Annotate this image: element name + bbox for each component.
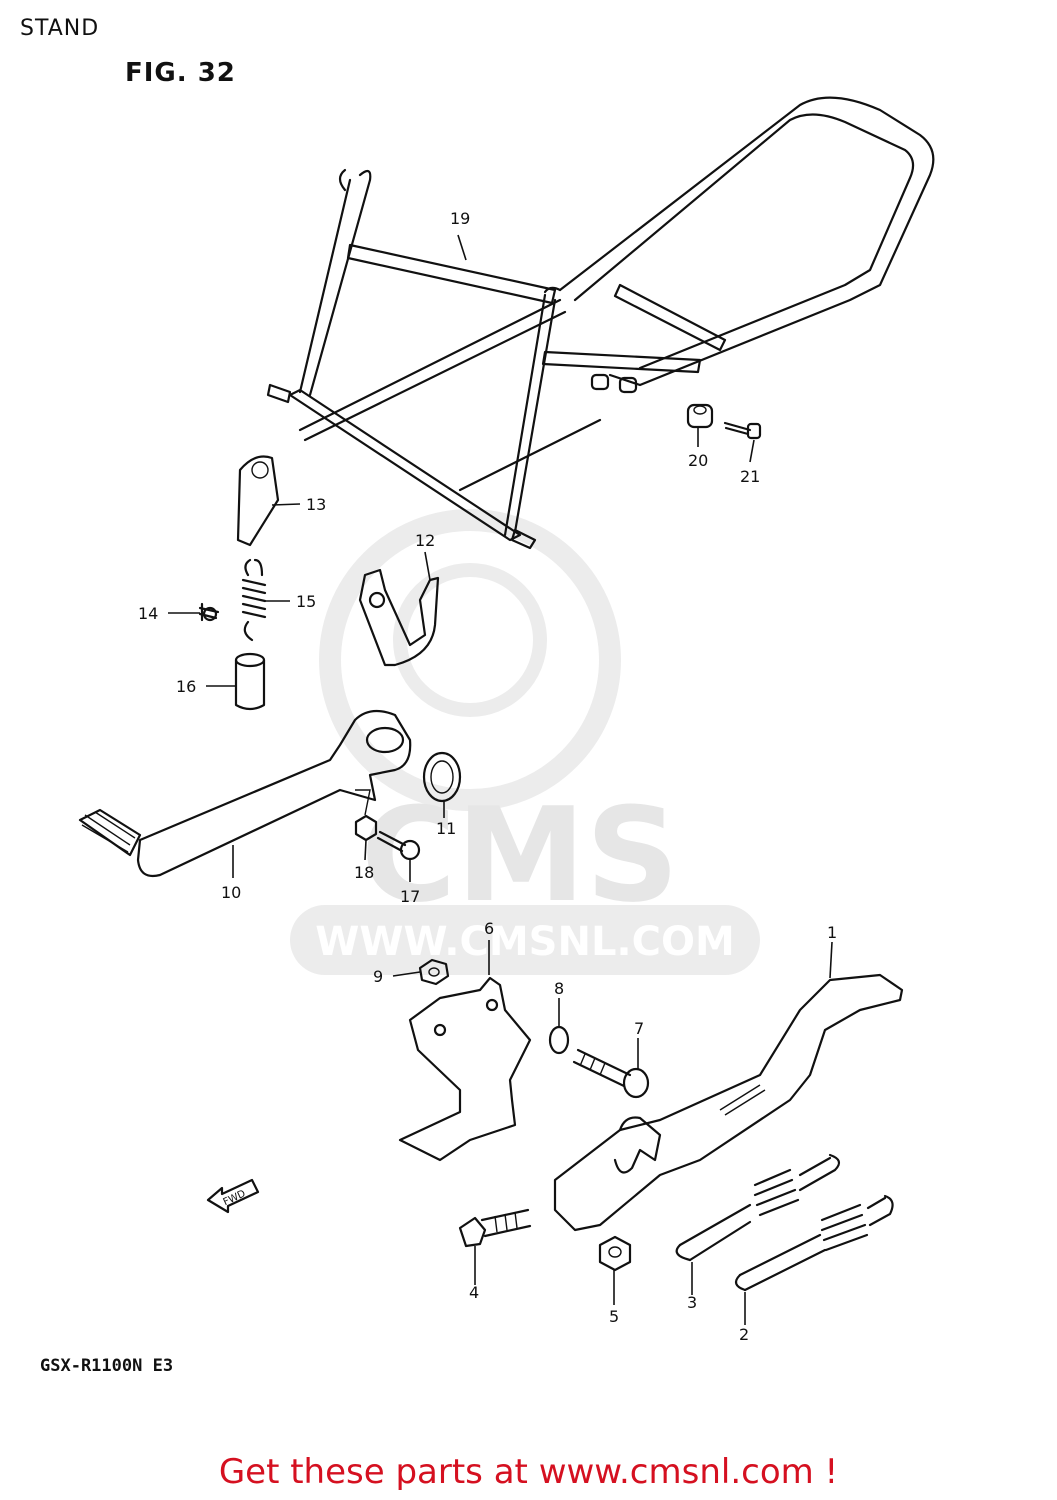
callout-5: 5 bbox=[609, 1307, 619, 1326]
part-15-spring bbox=[241, 558, 267, 642]
callout-17: 17 bbox=[400, 887, 420, 906]
part-14-bolt bbox=[198, 602, 220, 622]
callout-19: 19 bbox=[450, 209, 470, 228]
callout-21: 21 bbox=[740, 467, 760, 486]
callout-8: 8 bbox=[554, 979, 564, 998]
part-5-nut bbox=[598, 1235, 632, 1272]
part-21-bolt bbox=[723, 421, 762, 440]
model-code: GSX-R1100N E3 bbox=[40, 1356, 174, 1376]
part-19-centre-stand bbox=[266, 96, 935, 550]
part-12-clip bbox=[358, 568, 440, 667]
part-11-washer bbox=[422, 751, 462, 803]
part-1-side-stand bbox=[553, 973, 904, 1232]
callout-2: 2 bbox=[739, 1325, 749, 1344]
part-3-spring bbox=[675, 1153, 841, 1262]
part-13-bracket bbox=[236, 455, 280, 547]
callout-4: 4 bbox=[469, 1283, 479, 1302]
callout-12: 12 bbox=[415, 531, 435, 550]
part-6-stand-bracket bbox=[398, 976, 532, 1162]
leader-lines bbox=[168, 234, 833, 1325]
callout-18: 18 bbox=[354, 863, 374, 882]
watermark-url: WWW.CMSNL.COM bbox=[315, 919, 735, 965]
callout-20: 20 bbox=[688, 451, 708, 470]
callout-14: 14 bbox=[138, 604, 158, 623]
footer-cta: Get these parts at www.cmsnl.com ! bbox=[0, 1452, 1057, 1492]
part-16-bushing bbox=[234, 652, 266, 711]
part-17-bolt bbox=[376, 830, 421, 861]
cta-link[interactable]: www.cmsnl.com bbox=[538, 1452, 814, 1492]
part-7-bolt bbox=[572, 1048, 650, 1099]
cta-prefix: Get these parts at bbox=[218, 1452, 539, 1492]
callout-9: 9 bbox=[373, 967, 383, 986]
figure-label: FIG. 32 bbox=[125, 58, 236, 88]
part-9-nut bbox=[418, 958, 450, 986]
callout-6: 6 bbox=[484, 919, 494, 938]
cta-suffix: ! bbox=[813, 1452, 839, 1492]
callout-3: 3 bbox=[687, 1293, 697, 1312]
watermark: CMS WWW.CMSNL.COM bbox=[290, 509, 760, 975]
callout-11: 11 bbox=[436, 819, 456, 838]
part-20-collar bbox=[686, 403, 714, 429]
callout-13: 13 bbox=[306, 495, 326, 514]
part-8-washer bbox=[548, 1025, 570, 1055]
part-10-pedal-lever bbox=[78, 709, 412, 878]
callout-7: 7 bbox=[634, 1019, 644, 1038]
fwd-direction-arrow: FWD bbox=[206, 1178, 260, 1214]
callout-16: 16 bbox=[176, 677, 196, 696]
callout-1: 1 bbox=[827, 923, 837, 942]
page-title: STAND bbox=[20, 16, 100, 41]
callout-15: 15 bbox=[296, 592, 316, 611]
callout-labels: 19 20 21 13 12 14 15 16 11 10 18 17 6 9 … bbox=[138, 209, 837, 1344]
part-2-spring bbox=[734, 1194, 894, 1292]
part-4-pivot-bolt bbox=[458, 1208, 532, 1248]
part-18-nut bbox=[354, 814, 378, 842]
callout-10: 10 bbox=[221, 883, 241, 902]
